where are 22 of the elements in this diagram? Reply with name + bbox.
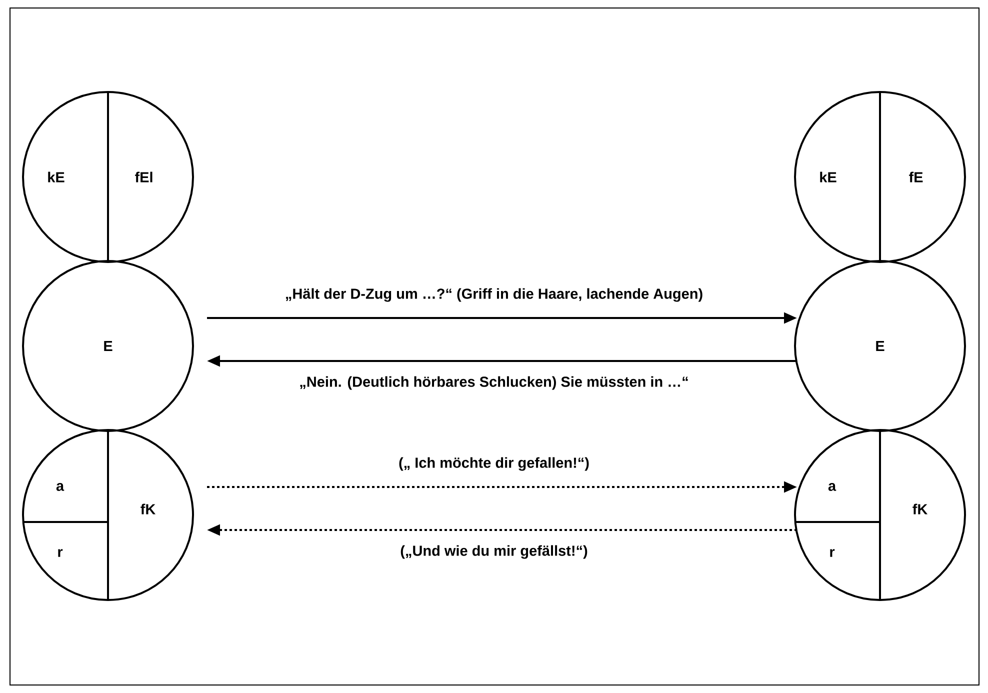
edge-label: „Hält der D-Zug um …?“ (Griff in die Haare, lachende Augen) <box>284 287 704 303</box>
state-label: a <box>56 483 64 491</box>
edge-label: „Nein. (Deutlich hörbares Schlucken) Sie müssten in …“ <box>298 375 690 391</box>
ego-state-circle <box>794 91 966 263</box>
ego-state-circle <box>794 429 966 601</box>
ego-state-circle <box>22 429 194 601</box>
ego-state-circle <box>22 91 194 263</box>
state-label: fK <box>140 504 156 514</box>
edge-label: („ Ich möchte dir gefallen!“) <box>398 456 590 472</box>
ego-state-circle <box>22 260 194 432</box>
state-label: a <box>828 483 836 491</box>
state-label: kE <box>48 172 64 182</box>
state-label: fEl <box>135 172 152 182</box>
state-label: E <box>104 341 112 351</box>
ego-state-circle <box>794 260 966 432</box>
state-label: r <box>830 549 835 557</box>
state-label: fK <box>912 504 928 514</box>
state-label: r <box>58 549 63 557</box>
state-label: fE <box>909 172 923 182</box>
state-label: kE <box>820 172 836 182</box>
state-label: E <box>876 341 884 351</box>
edge-label: („Und wie du mir gefällst!“) <box>399 544 589 560</box>
